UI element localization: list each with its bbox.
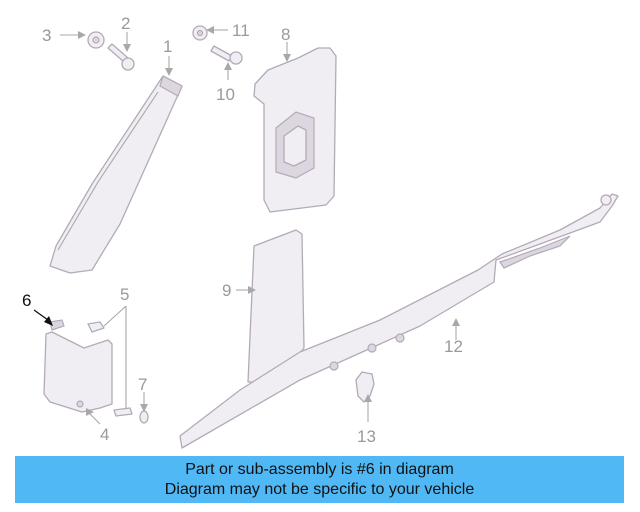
callout-11: 11 [232, 21, 250, 40]
part-3-clip [87, 31, 105, 49]
part-8-b-pillar-upper-trim [253, 47, 337, 213]
part-6-screw [49, 319, 65, 331]
callout-6: 6 [22, 291, 31, 310]
leader-lines [33, 26, 460, 425]
part-7-clip [139, 410, 149, 424]
banner-line-1: Part or sub-assembly is #6 in diagram [185, 461, 454, 478]
part-5-fasteners [87, 321, 133, 417]
callout-10: 10 [216, 85, 235, 104]
callout-labels: 1 2 3 4 5 6 7 8 9 10 11 12 13 [22, 14, 463, 446]
callout-4: 4 [100, 425, 109, 444]
part-12-sill-trim [179, 193, 619, 449]
callout-1: 1 [163, 37, 172, 56]
part-1-a-pillar-trim [49, 75, 183, 274]
part-13-clip [355, 371, 375, 403]
part-10-screw [210, 45, 243, 65]
banner-line-2: Diagram may not be specific to your vehi… [164, 481, 475, 498]
callout-8: 8 [281, 25, 290, 44]
callout-9: 9 [222, 281, 231, 300]
info-banner: Part or sub-assembly is #6 in diagram Di… [15, 456, 624, 503]
callout-5: 5 [120, 285, 129, 304]
part-11-clip [192, 25, 208, 41]
part-2-screw [107, 43, 135, 71]
callout-3: 3 [42, 26, 51, 45]
part-4-kick-panel [43, 331, 113, 413]
callout-2: 2 [121, 14, 130, 33]
callout-13: 13 [357, 427, 376, 446]
callout-12: 12 [444, 337, 463, 356]
callout-7: 7 [138, 375, 147, 394]
